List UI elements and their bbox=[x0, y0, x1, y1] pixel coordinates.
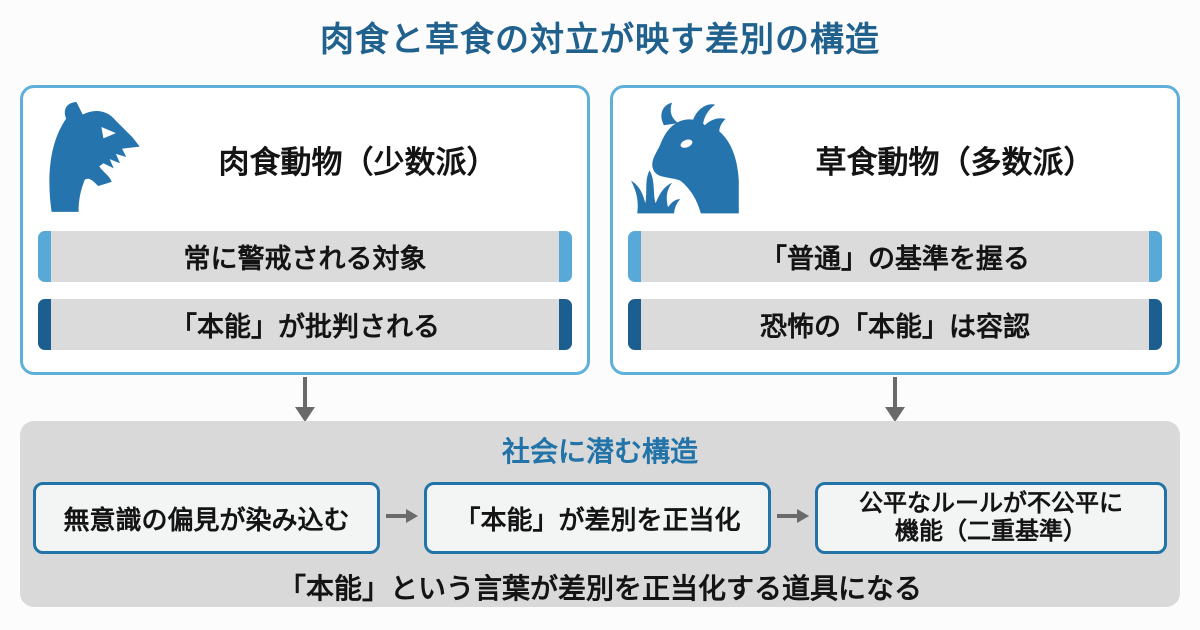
arrow-right-icon bbox=[386, 508, 418, 529]
herbivore-bar-1-label: 「普通」の基準を握る bbox=[760, 244, 1030, 274]
society-flow: 無意識の偏見が染み込む 「本能」が差別を正当化 公平なルールが不公平に 機能（二… bbox=[20, 482, 1180, 554]
society-panel: 社会に潜む構造 無意識の偏見が染み込む 「本能」が差別を正当化 公平なルールが不… bbox=[20, 421, 1180, 607]
carnivore-bar-1: 常に警戒される対象 bbox=[38, 231, 572, 282]
carnivore-heading: 肉食動物（少数派） bbox=[218, 145, 498, 180]
page-title: 肉食と草食の対立が映す差別の構造 bbox=[320, 21, 880, 59]
herbivore-bar-1: 「普通」の基準を握る bbox=[628, 231, 1162, 282]
arrow-right-icon bbox=[777, 508, 809, 529]
arrow-down-left-icon bbox=[292, 377, 318, 422]
carnivore-bar-1-label: 常に警戒される対象 bbox=[183, 244, 427, 274]
arrow-down-right-icon bbox=[882, 377, 908, 422]
herbivore-heading: 草食動物（多数派） bbox=[815, 145, 1095, 180]
flow-box-unconscious-bias: 無意識の偏見が染み込む bbox=[33, 482, 380, 554]
carnivore-card: 肉食動物（少数派） 常に警戒される対象 「本能」が批判される bbox=[20, 85, 590, 375]
society-panel-title: 社会に潜む構造 bbox=[501, 436, 698, 467]
herbivore-card: 草食動物（多数派） 「普通」の基準を握る 恐怖の「本能」は容認 bbox=[610, 85, 1180, 375]
wolf-icon bbox=[39, 100, 143, 219]
flow-box-double-standard: 公平なルールが不公平に 機能（二重基準） bbox=[815, 482, 1167, 554]
carnivore-bar-2-label: 「本能」が批判される bbox=[170, 312, 440, 342]
carnivore-bar-2: 「本能」が批判される bbox=[38, 299, 572, 350]
cow-icon bbox=[629, 97, 747, 222]
carnivore-card-header: 肉食動物（少数派） bbox=[23, 88, 587, 231]
herbivore-bar-2: 恐怖の「本能」は容認 bbox=[628, 299, 1162, 350]
herbivore-card-header: 草食動物（多数派） bbox=[613, 88, 1177, 231]
society-panel-caption: 「本能」という言葉が差別を正当化する道具になる bbox=[277, 573, 922, 604]
herbivore-bar-2-label: 恐怖の「本能」は容認 bbox=[760, 312, 1030, 342]
flow-box-instinct-justifies: 「本能」が差別を正当化 bbox=[424, 482, 771, 554]
